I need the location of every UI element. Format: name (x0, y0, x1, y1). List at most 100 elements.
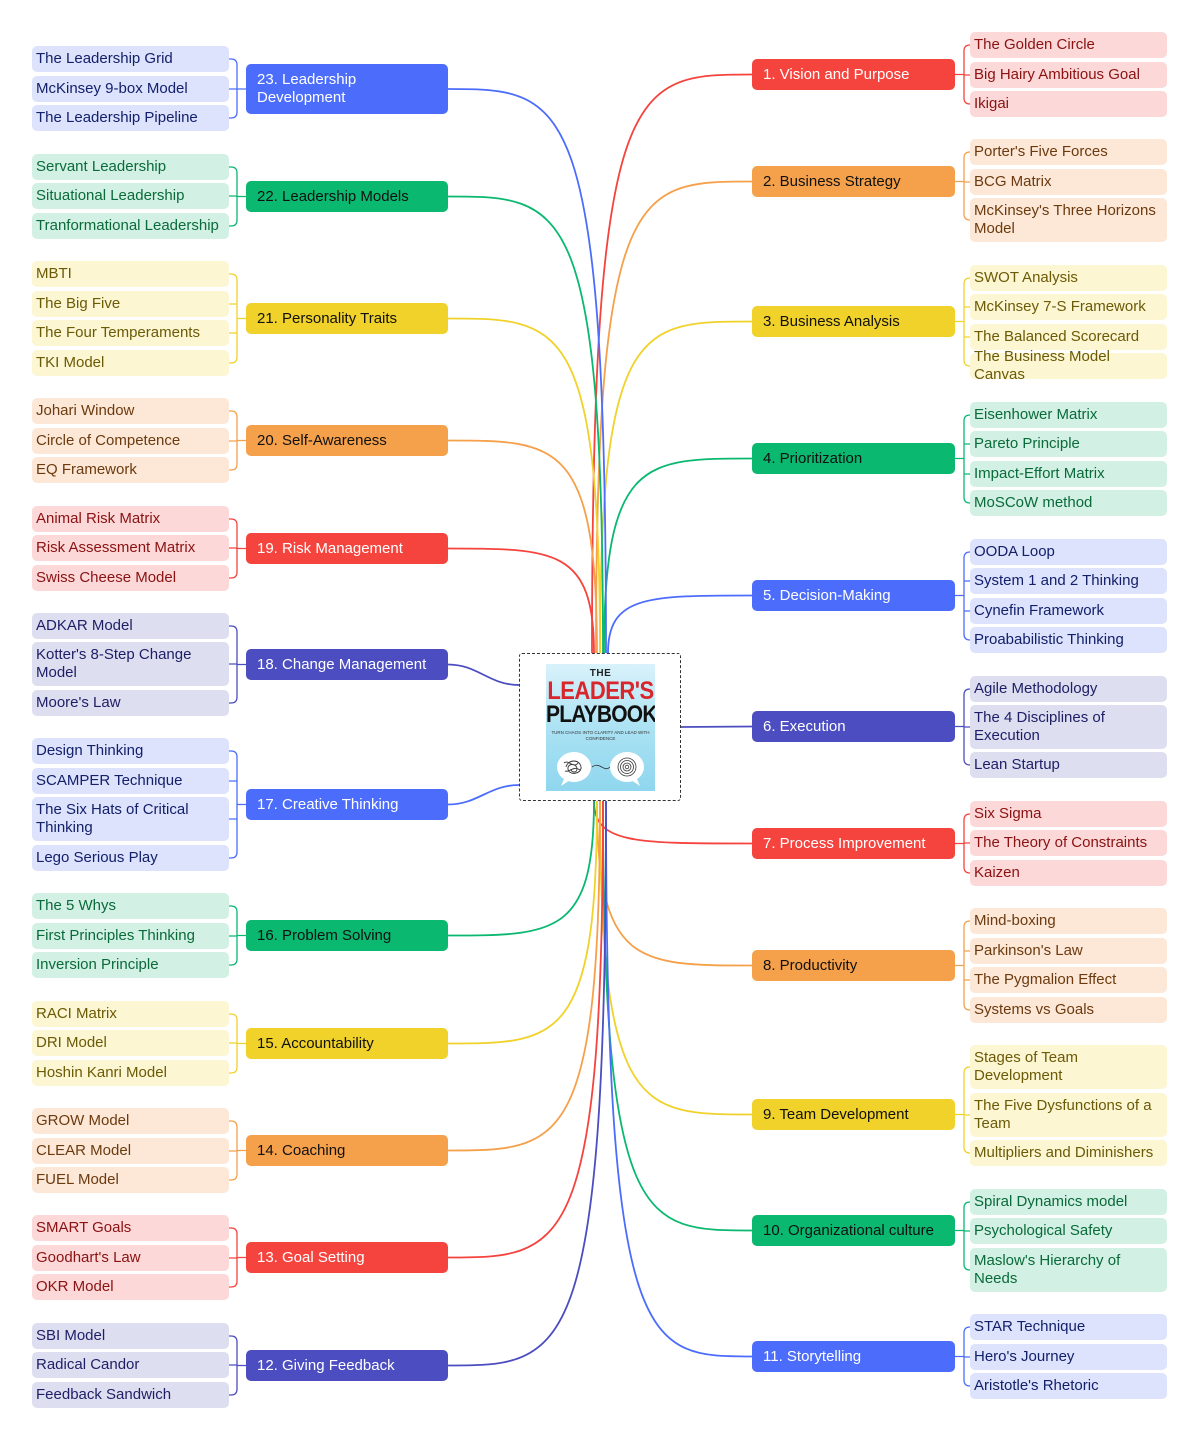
subtopic-star-technique[interactable]: STAR Technique (970, 1314, 1167, 1340)
subtopic-the-golden-circle[interactable]: The Golden Circle (970, 32, 1167, 58)
subtopic-eq-framework[interactable]: EQ Framework (32, 457, 229, 483)
topic-decision-making[interactable]: 5. Decision-Making (752, 580, 955, 611)
subtopic-the-theory-of-constraints[interactable]: The Theory of Constraints (970, 830, 1167, 856)
subtopic-moore-s-law[interactable]: Moore's Law (32, 690, 229, 716)
subtopic-mind-boxing[interactable]: Mind-boxing (970, 908, 1167, 934)
topic-vision-and-purpose[interactable]: 1. Vision and Purpose (752, 59, 955, 90)
subtopic-clear-model[interactable]: CLEAR Model (32, 1138, 229, 1164)
topic-self-awareness[interactable]: 20. Self-Awareness (246, 425, 448, 456)
topic-goal-setting[interactable]: 13. Goal Setting (246, 1242, 448, 1273)
topic-creative-thinking[interactable]: 17. Creative Thinking (246, 789, 448, 820)
subtopic-ikigai[interactable]: Ikigai (970, 91, 1167, 117)
subtopic-dri-model[interactable]: DRI Model (32, 1030, 229, 1056)
topic-accountability[interactable]: 15. Accountability (246, 1028, 448, 1059)
subtopic-lego-serious-play[interactable]: Lego Serious Play (32, 845, 229, 871)
subtopic-parkinson-s-law[interactable]: Parkinson's Law (970, 938, 1167, 964)
subtopic-eisenhower-matrix[interactable]: Eisenhower Matrix (970, 402, 1167, 428)
topic-storytelling[interactable]: 11. Storytelling (752, 1341, 955, 1372)
subtopic-impact-effort-matrix[interactable]: Impact-Effort Matrix (970, 461, 1167, 487)
subtopic-cynefin-framework[interactable]: Cynefin Framework (970, 598, 1167, 624)
subtopic-the-4-disciplines-of-execution[interactable]: The 4 Disciplines of Execution (970, 705, 1167, 749)
topic-team-development[interactable]: 9. Team Development (752, 1099, 955, 1130)
subtopic-sbi-model[interactable]: SBI Model (32, 1323, 229, 1349)
subtopic-adkar-model[interactable]: ADKAR Model (32, 613, 229, 639)
subtopic-mckinsey-9-box-model[interactable]: McKinsey 9-box Model (32, 76, 229, 102)
subtopic-goodhart-s-law[interactable]: Goodhart's Law (32, 1245, 229, 1271)
subtopic-big-hairy-ambitious-goal[interactable]: Big Hairy Ambitious Goal (970, 62, 1167, 88)
subtopic-design-thinking[interactable]: Design Thinking (32, 738, 229, 764)
subtopic-label: Lean Startup (974, 756, 1060, 774)
subtopic-lean-startup[interactable]: Lean Startup (970, 752, 1167, 778)
subtopic-the-leadership-grid[interactable]: The Leadership Grid (32, 46, 229, 72)
subtopic-smart-goals[interactable]: SMART Goals (32, 1215, 229, 1241)
subtopic-fuel-model[interactable]: FUEL Model (32, 1167, 229, 1193)
subtopic-mckinsey-7-s-framework[interactable]: McKinsey 7-S Framework (970, 294, 1167, 320)
subtopic-hero-s-journey[interactable]: Hero's Journey (970, 1344, 1167, 1370)
subtopic-stages-of-team-development[interactable]: Stages of Team Development (970, 1045, 1167, 1089)
subtopic-the-pygmalion-effect[interactable]: The Pygmalion Effect (970, 967, 1167, 993)
subtopic-servant-leadership[interactable]: Servant Leadership (32, 154, 229, 180)
topic-execution[interactable]: 6. Execution (752, 711, 955, 742)
subtopic-the-four-temperaments[interactable]: The Four Temperaments (32, 320, 229, 346)
topic-personality-traits[interactable]: 21. Personality Traits (246, 303, 448, 334)
subtopic-the-big-five[interactable]: The Big Five (32, 291, 229, 317)
subtopic-pareto-principle[interactable]: Pareto Principle (970, 431, 1167, 457)
subtopic-proababilistic-thinking[interactable]: Proababilistic Thinking (970, 627, 1167, 653)
subtopic-scamper-technique[interactable]: SCAMPER Technique (32, 768, 229, 794)
subtopic-johari-window[interactable]: Johari Window (32, 398, 229, 424)
subtopic-maslow-s-hierarchy-of-needs[interactable]: Maslow's Hierarchy of Needs (970, 1248, 1167, 1292)
subtopic-radical-candor[interactable]: Radical Candor (32, 1352, 229, 1378)
subtopic-system-1-and-2-thinking[interactable]: System 1 and 2 Thinking (970, 568, 1167, 594)
subtopic-the-five-dysfunctions-of-a-team[interactable]: The Five Dysfunctions of a Team (970, 1093, 1167, 1137)
subtopic-the-5-whys[interactable]: The 5 Whys (32, 893, 229, 919)
subtopic-raci-matrix[interactable]: RACI Matrix (32, 1001, 229, 1027)
subtopic-swot-analysis[interactable]: SWOT Analysis (970, 265, 1167, 291)
subtopic-six-sigma[interactable]: Six Sigma (970, 801, 1167, 827)
subtopic-bcg-matrix[interactable]: BCG Matrix (970, 169, 1167, 195)
topic-productivity[interactable]: 8. Productivity (752, 950, 955, 981)
subtopic-the-six-hats-of-critical-thinking[interactable]: The Six Hats of Critical Thinking (32, 797, 229, 841)
subtopic-tranformational-leadership[interactable]: Tranformational Leadership (32, 213, 229, 239)
subtopic-circle-of-competence[interactable]: Circle of Competence (32, 428, 229, 454)
topic-problem-solving[interactable]: 16. Problem Solving (246, 920, 448, 951)
subtopic-agile-methodology[interactable]: Agile Methodology (970, 676, 1167, 702)
subtopic-kotter-s-8-step-change-model[interactable]: Kotter's 8-Step Change Model (32, 642, 229, 686)
subtopic-moscow-method[interactable]: MoSCoW method (970, 490, 1167, 516)
topic-business-analysis[interactable]: 3. Business Analysis (752, 306, 955, 337)
subtopic-systems-vs-goals[interactable]: Systems vs Goals (970, 997, 1167, 1023)
subtopic-kaizen[interactable]: Kaizen (970, 860, 1167, 886)
subtopic-tki-model[interactable]: TKI Model (32, 350, 229, 376)
topic-prioritization[interactable]: 4. Prioritization (752, 443, 955, 474)
subtopic-first-principles-thinking[interactable]: First Principles Thinking (32, 923, 229, 949)
subtopic-feedback-sandwich[interactable]: Feedback Sandwich (32, 1382, 229, 1408)
topic-giving-feedback[interactable]: 12. Giving Feedback (246, 1350, 448, 1381)
subtopic-the-leadership-pipeline[interactable]: The Leadership Pipeline (32, 105, 229, 131)
topic-coaching[interactable]: 14. Coaching (246, 1135, 448, 1166)
subtopic-porter-s-five-forces[interactable]: Porter's Five Forces (970, 139, 1167, 165)
subtopic-mbti[interactable]: MBTI (32, 261, 229, 287)
subtopic-the-business-model-canvas[interactable]: The Business Model Canvas (970, 353, 1167, 379)
topic-leadership-development[interactable]: 23. Leadership Development (246, 64, 448, 114)
topic-process-improvement[interactable]: 7. Process Improvement (752, 828, 955, 859)
subtopic-grow-model[interactable]: GROW Model (32, 1108, 229, 1134)
subtopic-inversion-principle[interactable]: Inversion Principle (32, 952, 229, 978)
topic-leadership-models[interactable]: 22. Leadership Models (246, 181, 448, 212)
subtopic-aristotle-s-rhetoric[interactable]: Aristotle's Rhetoric (970, 1373, 1167, 1399)
subtopic-swiss-cheese-model[interactable]: Swiss Cheese Model (32, 565, 229, 591)
subtopic-situational-leadership[interactable]: Situational Leadership (32, 183, 229, 209)
central-topic[interactable]: THE LEADER'S PLAYBOOK TURN CHAOS INTO CL… (519, 653, 681, 801)
topic-business-strategy[interactable]: 2. Business Strategy (752, 166, 955, 197)
subtopic-ooda-loop[interactable]: OODA Loop (970, 539, 1167, 565)
subtopic-mckinsey-s-three-horizons-model[interactable]: McKinsey's Three Horizons Model (970, 198, 1167, 242)
subtopic-psychological-safety[interactable]: Psychological Safety (970, 1218, 1167, 1244)
topic-organizational-culture[interactable]: 10. Organizational culture (752, 1215, 955, 1246)
topic-risk-management[interactable]: 19. Risk Management (246, 533, 448, 564)
subtopic-multipliers-and-diminishers[interactable]: Multipliers and Diminishers (970, 1140, 1167, 1166)
subtopic-the-balanced-scorecard[interactable]: The Balanced Scorecard (970, 324, 1167, 350)
subtopic-animal-risk-matrix[interactable]: Animal Risk Matrix (32, 506, 229, 532)
topic-change-management[interactable]: 18. Change Management (246, 649, 448, 680)
subtopic-spiral-dynamics-model[interactable]: Spiral Dynamics model (970, 1189, 1167, 1215)
subtopic-okr-model[interactable]: OKR Model (32, 1274, 229, 1300)
subtopic-risk-assessment-matrix[interactable]: Risk Assessment Matrix (32, 535, 229, 561)
subtopic-hoshin-kanri-model[interactable]: Hoshin Kanri Model (32, 1060, 229, 1086)
